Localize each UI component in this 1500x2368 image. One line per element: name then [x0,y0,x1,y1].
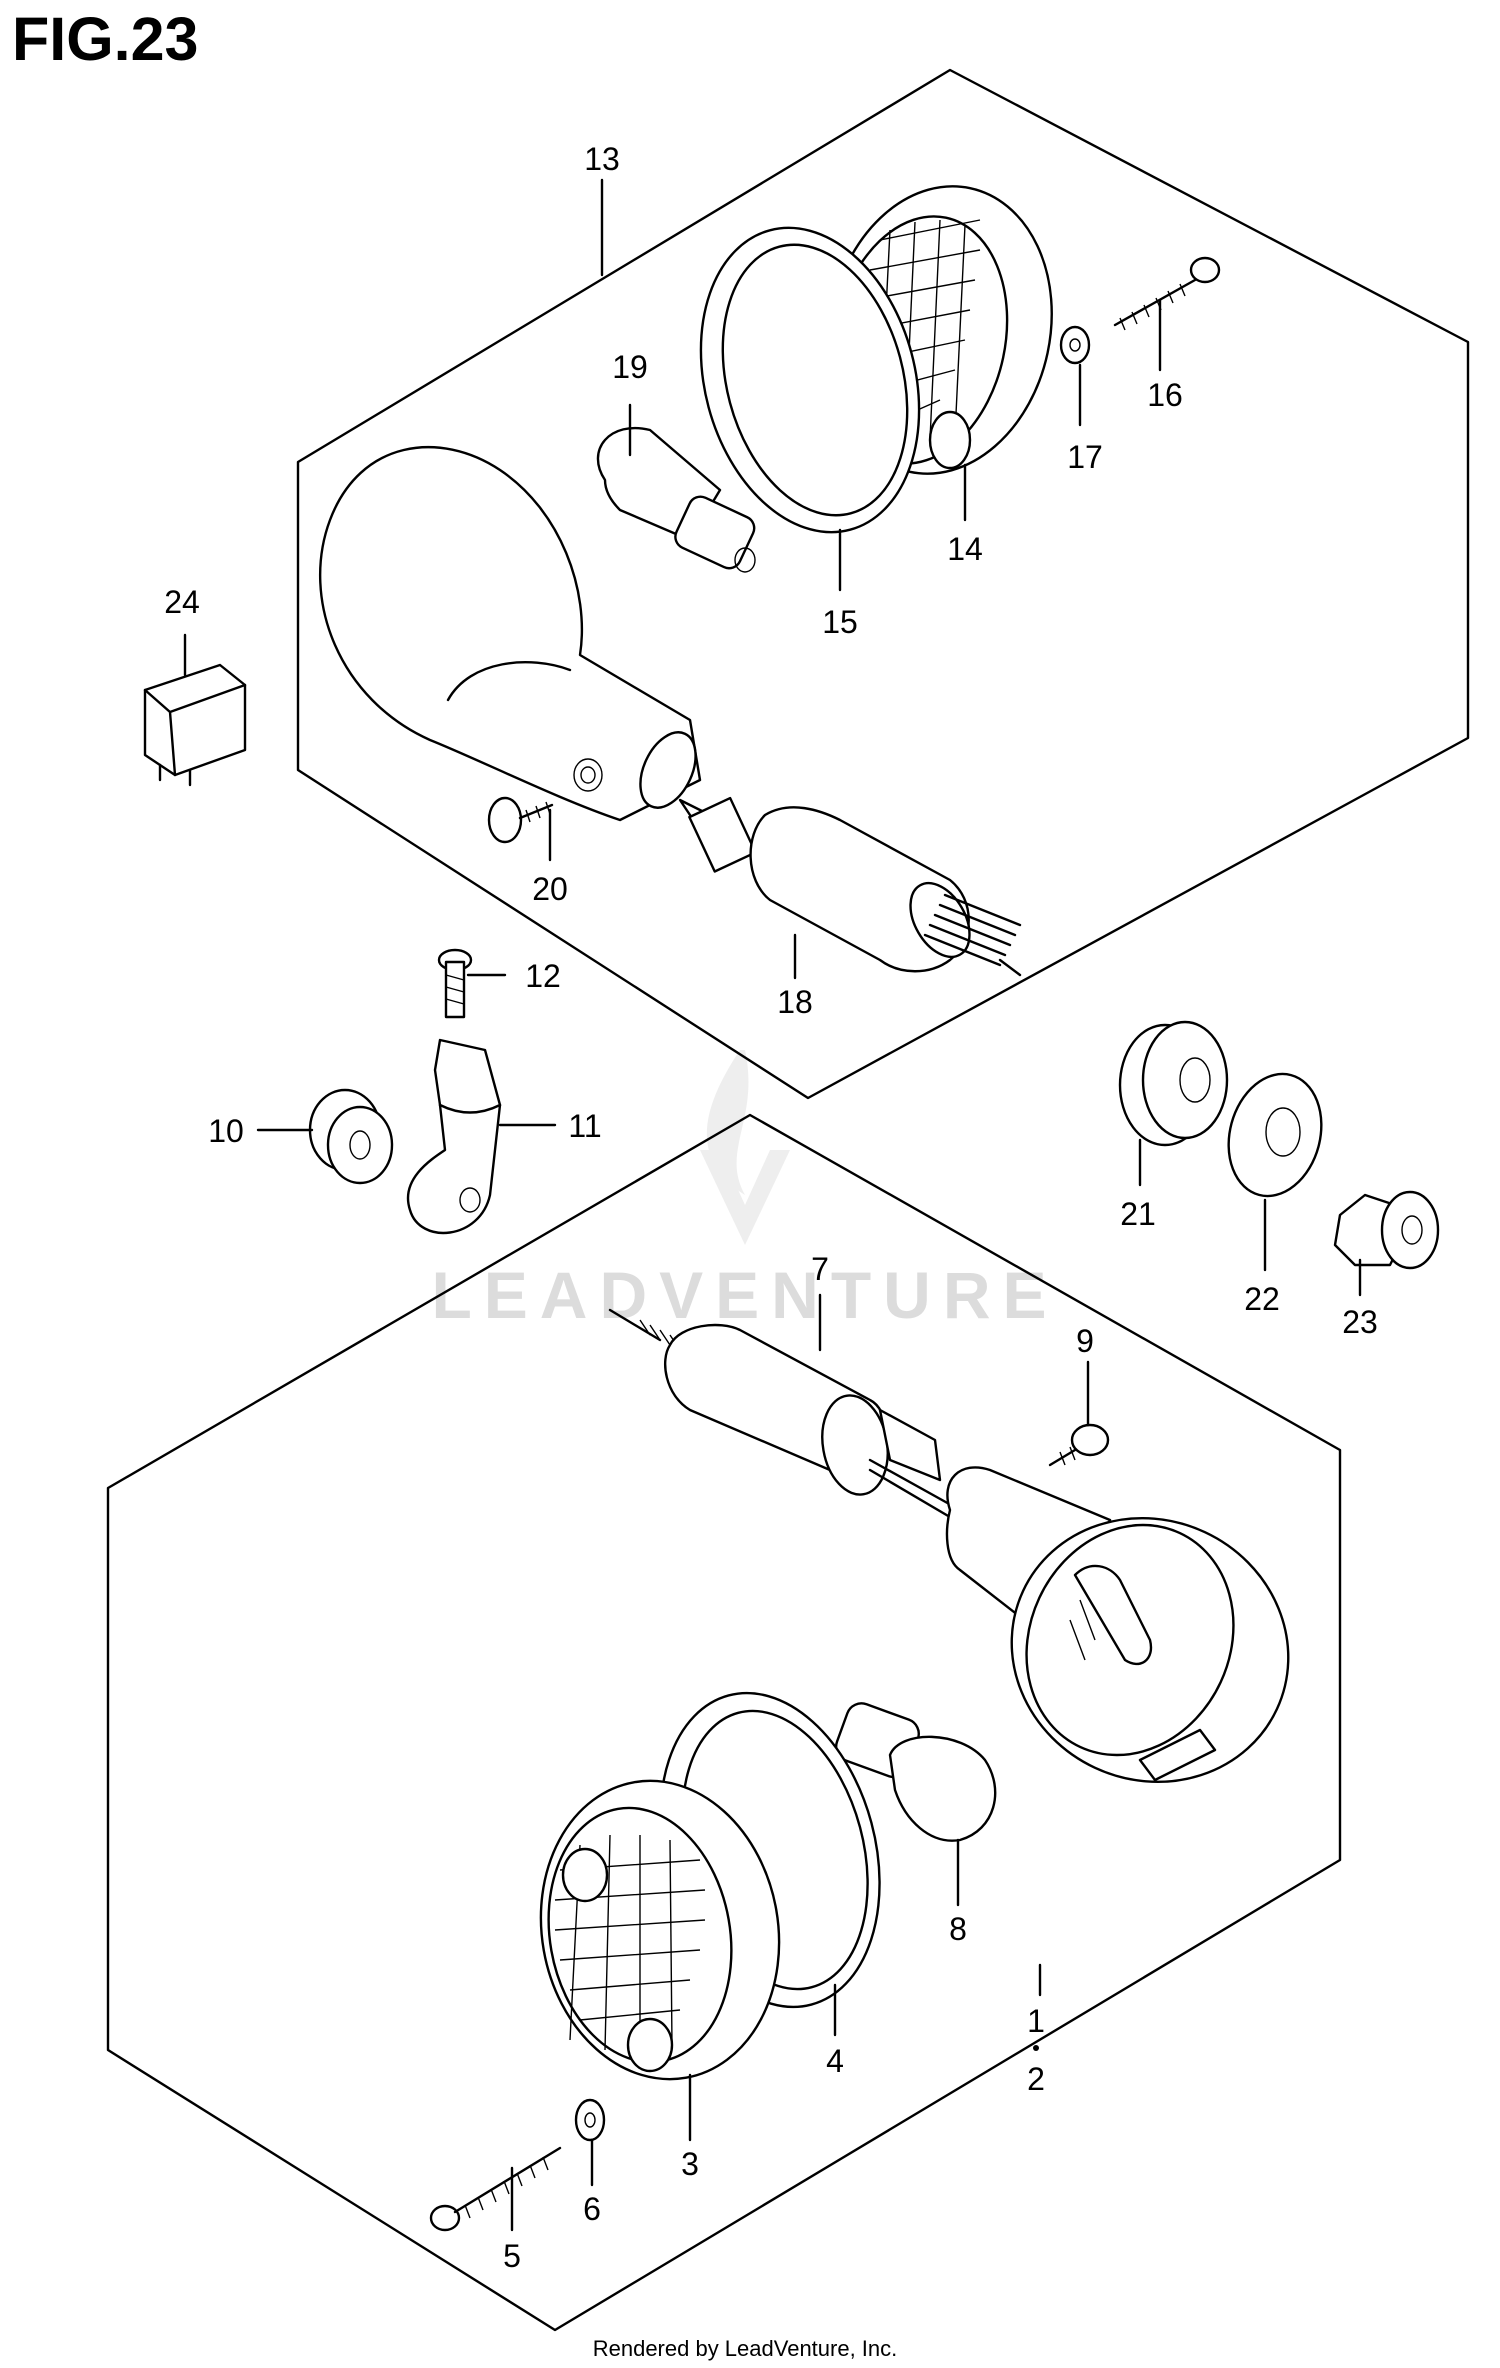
leader-lines [183,178,1362,2232]
watermark-text: LEADVENTURE [431,1258,1058,1332]
callout-5: 5 [503,2238,521,2274]
part-8-bulb [834,1702,997,1842]
callout-10: 10 [208,1113,244,1149]
part-15-gasket [699,226,921,534]
part-6-washer [574,2098,606,2142]
upper-turn-signal-assembly [296,68,1470,1100]
callout-15: 15 [822,604,858,640]
part-10-nut [308,1088,394,1185]
part-17-washer [1059,325,1091,365]
callout-7: 7 [811,1251,829,1287]
callout-9: 9 [1076,1323,1094,1359]
part-22-washer [1227,1072,1323,1198]
part-7-stalk [608,1308,962,1522]
callout-23: 23 [1342,1304,1378,1340]
callout-2: 2 [1027,2061,1045,2097]
leadventure-logo-icon [700,1050,790,1245]
callout-6: 6 [583,2191,601,2227]
callout-21: 21 [1120,1196,1156,1232]
part-19-bulb [596,427,756,573]
callout-24: 24 [164,584,200,620]
part-12-bolt [437,948,473,1019]
callout-16: 16 [1147,377,1183,413]
part-23-nut [1333,1190,1440,1270]
assembly-1-2-outline [106,1113,1342,2332]
callout-12: 12 [525,958,561,994]
lower-housing [945,1466,1290,1784]
part-11-bracket [406,1038,502,1235]
dot-separator [1033,2045,1039,2051]
callout-19: 19 [612,349,648,385]
callout-20: 20 [532,871,568,907]
part-5-screw [429,2146,562,2232]
part-20-screw [487,796,554,844]
part-9-screw [1048,1423,1110,1467]
callout-8: 8 [949,1911,967,1947]
part-24-connector [143,663,247,787]
callout-3: 3 [681,2146,699,2182]
callout-22: 22 [1244,1281,1280,1317]
figure-title: FIG.23 [12,5,198,73]
part-21-grommet [1118,1020,1229,1147]
callout-11: 11 [568,1108,601,1144]
watermark: LEADVENTURE [431,1050,1058,1332]
lower-turn-signal-assembly [106,1113,1342,2332]
footer-credit: Rendered by LeadVenture, Inc. [593,2336,898,2361]
callout-1: 1 [1027,2003,1045,2039]
callout-17: 17 [1067,439,1103,475]
callout-14: 14 [947,531,983,567]
callout-13: 13 [584,141,620,177]
part-16-screw [1113,256,1221,331]
part-13-housing [318,445,1022,977]
part-3-lens [539,1779,781,2081]
callout-labels: 13 19 16 17 14 15 24 20 12 18 10 11 21 2… [164,141,1378,2274]
callout-18: 18 [777,984,813,1020]
callout-4: 4 [826,2043,844,2079]
assembly-13-outline [296,68,1470,1100]
